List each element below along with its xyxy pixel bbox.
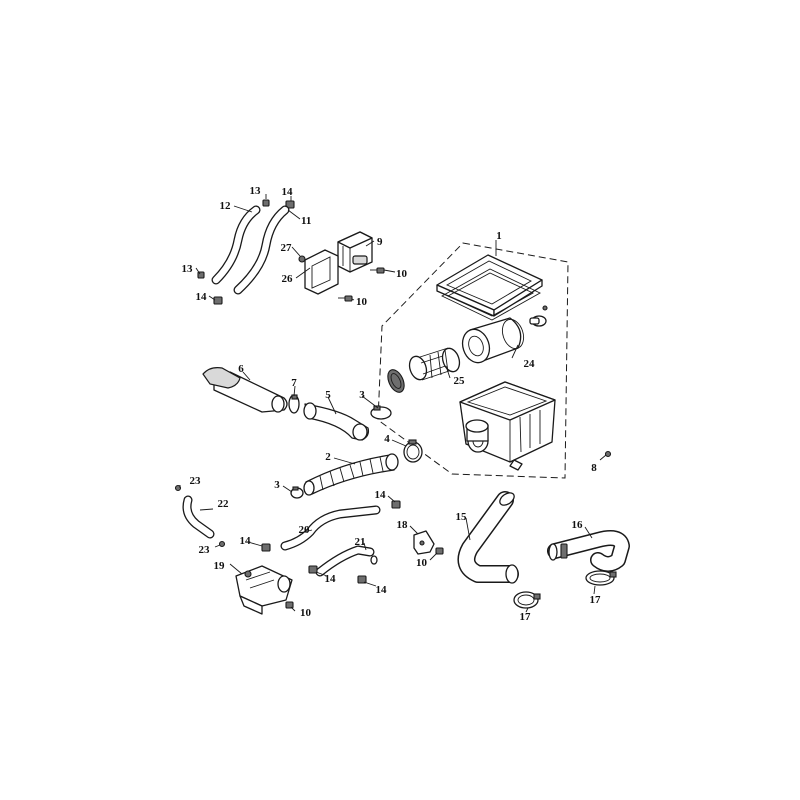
callout-21: 21 <box>355 536 366 548</box>
bolt-14-mid-right <box>391 500 401 509</box>
hose-clamp-7 <box>288 394 300 414</box>
hose-clamp-3-lower <box>290 486 304 499</box>
callout-23-top: 23 <box>190 475 202 487</box>
callout-12: 12 <box>220 200 232 212</box>
bolt-10-d <box>435 547 444 555</box>
hose-clamp-17-left <box>513 591 541 609</box>
intake-duct-6 <box>202 367 288 413</box>
callout-18: 18 <box>397 519 409 531</box>
callout-10-a: 10 <box>396 268 408 280</box>
callout-27: 27 <box>281 242 293 254</box>
bolt-14-mid-left <box>261 543 271 552</box>
callout-5: 5 <box>325 389 331 401</box>
airbox-assembly-outline <box>377 242 569 479</box>
callout-23-bottom: 23 <box>199 544 211 556</box>
callout-9: 9 <box>377 236 383 248</box>
fitting-23-bottom <box>218 540 226 548</box>
outlet-pipe-15 <box>457 491 519 584</box>
callout-26: 26 <box>282 273 294 285</box>
airbox-cover <box>436 254 543 317</box>
callout-3-lower: 3 <box>274 479 280 491</box>
hose-clamp-3-upper <box>370 405 392 420</box>
callout-22: 22 <box>218 498 230 510</box>
outlet-pipe-16 <box>547 530 630 572</box>
hose-clamp-4 <box>403 439 423 463</box>
callout-10-c: 10 <box>416 557 428 569</box>
callout-14-top: 14 <box>282 186 294 198</box>
callout-10-b: 10 <box>356 296 368 308</box>
callout-4: 4 <box>384 433 390 445</box>
callout-14-left: 14 <box>196 291 208 303</box>
callout-14-mid-right: 14 <box>375 489 387 501</box>
hose-21 <box>315 545 378 577</box>
mesh-screen <box>387 369 405 393</box>
callout-13-left: 13 <box>182 263 194 275</box>
callout-1: 1 <box>496 230 502 242</box>
hose-20 <box>280 505 381 551</box>
mounting-plate <box>304 249 339 295</box>
bolt-14-low-right <box>357 575 367 584</box>
hose-12 <box>211 205 261 285</box>
callout-11: 11 <box>301 215 311 227</box>
bracket-18 <box>413 530 435 555</box>
bolt-10-a <box>370 267 385 274</box>
callout-20: 20 <box>299 524 311 536</box>
fitting-23-top <box>174 484 182 492</box>
callout-14-low-left: 14 <box>325 573 337 585</box>
callout-2: 2 <box>325 451 331 463</box>
hose-22 <box>182 495 215 539</box>
resonator-bracket <box>337 231 373 273</box>
filter-cage <box>408 347 461 381</box>
bolt-13-top <box>262 199 270 207</box>
vent-valve <box>529 305 548 327</box>
bolt-10-c <box>285 601 294 609</box>
leader-lines <box>179 194 607 613</box>
airbox-cover-gasket <box>441 268 541 321</box>
airbox-housing <box>459 381 556 471</box>
callout-labels: 1 2 3 3 4 5 6 7 8 9 10 10 10 10 11 12 13… <box>182 185 602 623</box>
throttle-body-19 <box>235 565 293 615</box>
callout-14-low-right: 14 <box>376 584 388 596</box>
hose-clamp-17-right <box>585 570 617 586</box>
callout-19: 19 <box>214 560 226 572</box>
callout-8: 8 <box>591 462 597 474</box>
air-filter-element <box>461 317 525 364</box>
callout-13-top: 13 <box>250 185 262 197</box>
callout-7: 7 <box>291 377 297 389</box>
callout-25: 25 <box>454 375 466 387</box>
bolt-27 <box>298 255 306 263</box>
callout-3-upper: 3 <box>359 389 365 401</box>
corrugated-duct-2 <box>303 453 399 496</box>
callout-15: 15 <box>456 511 468 523</box>
bolt-8 <box>604 450 612 458</box>
callout-6: 6 <box>238 363 244 375</box>
hose-11 <box>233 205 290 295</box>
callout-10-d: 10 <box>300 607 312 619</box>
bolt-14-top <box>285 200 295 209</box>
bolt-14-low-left <box>308 565 318 574</box>
callout-16: 16 <box>572 519 584 531</box>
callout-17-left: 17 <box>520 611 532 623</box>
intake-duct-5 <box>303 402 370 441</box>
callout-24: 24 <box>524 358 536 370</box>
callout-14-mid-left: 14 <box>240 535 252 547</box>
callout-17-right: 17 <box>590 594 602 606</box>
bolt-14-left <box>213 296 223 305</box>
bolt-10-b <box>338 295 353 302</box>
